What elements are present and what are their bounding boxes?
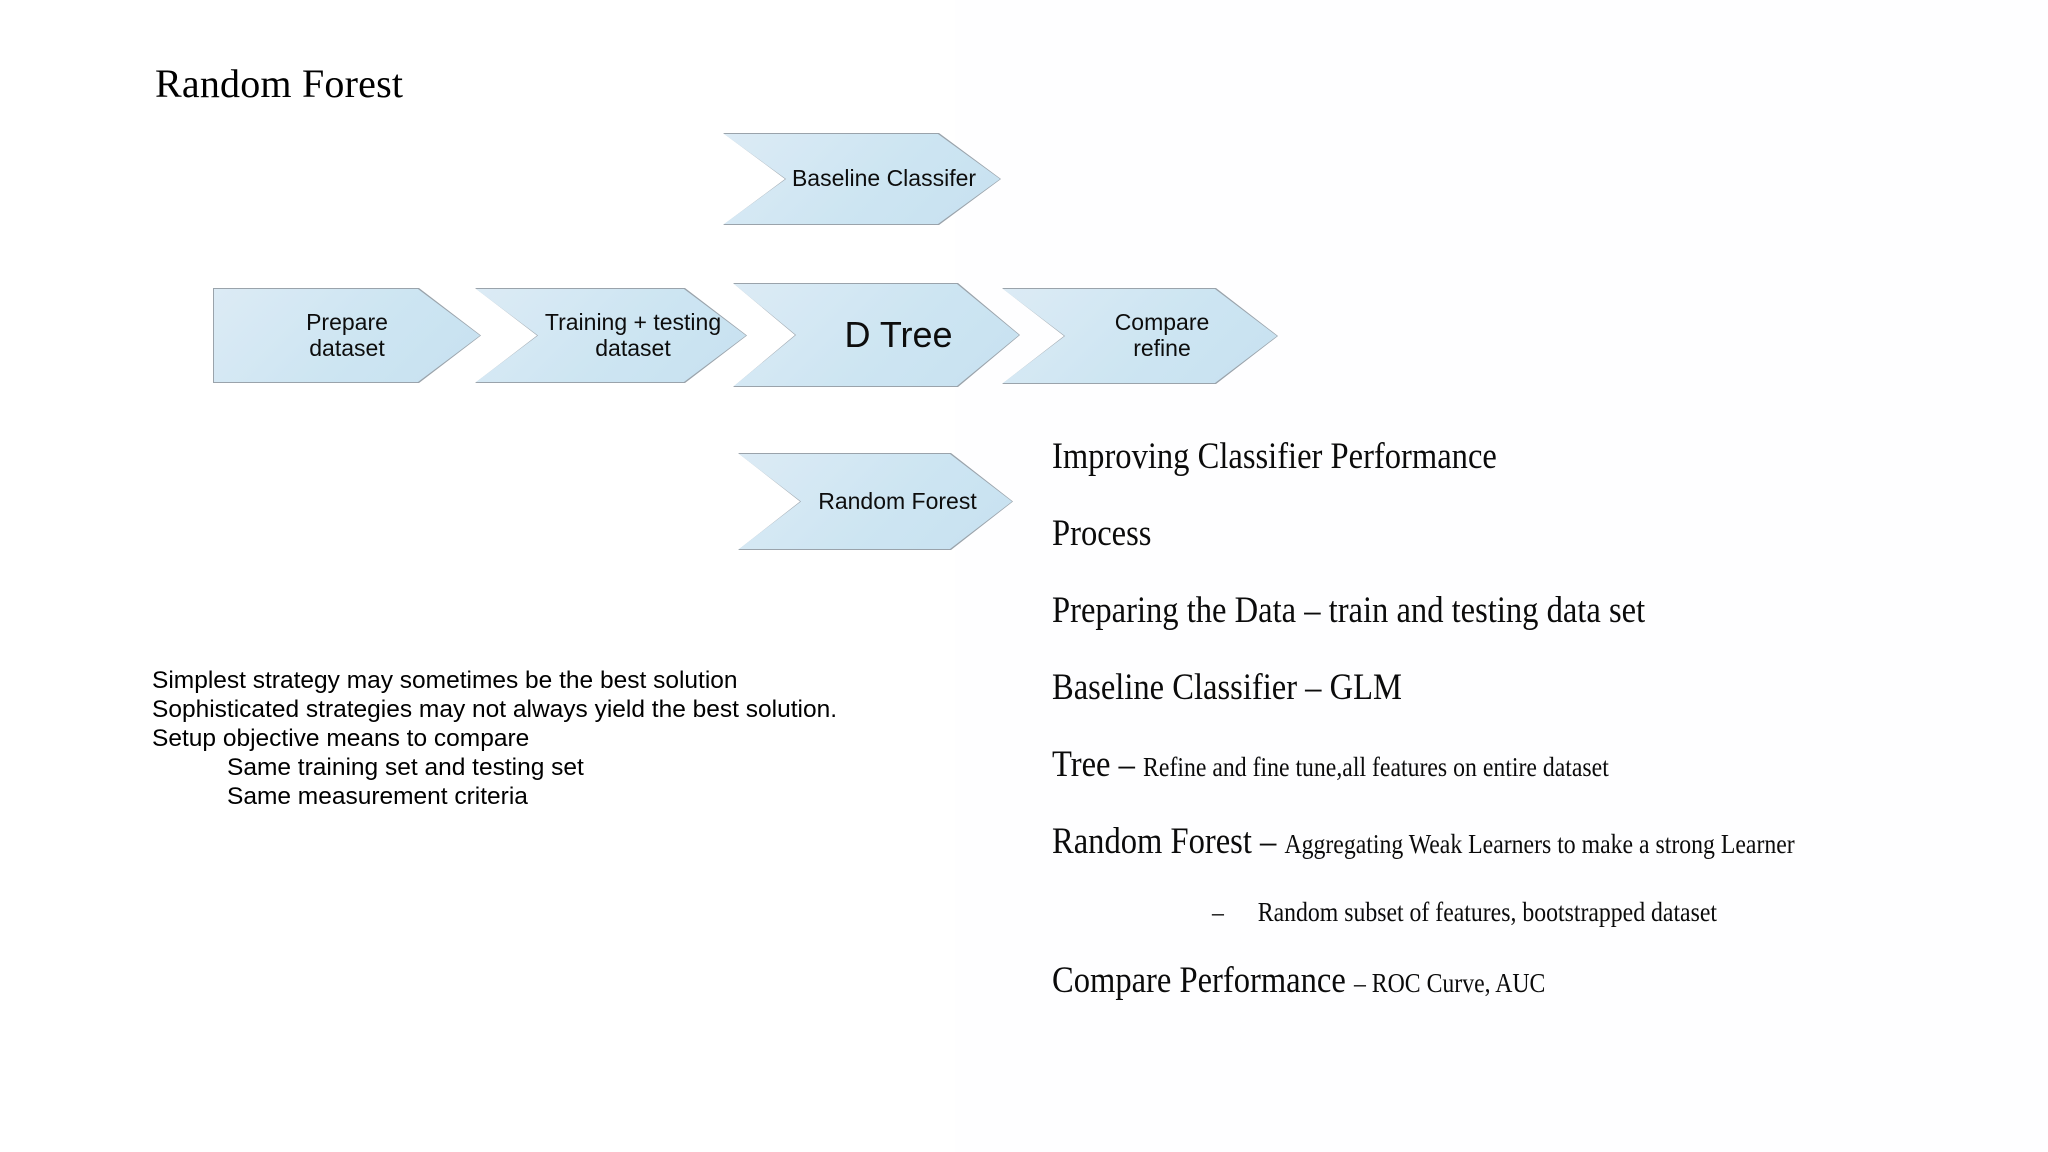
chevron-training-testing-dataset[interactable]: Training + testing dataset: [476, 289, 746, 382]
outline-item-lead: Tree –: [1052, 744, 1144, 785]
outline-item-lead: Compare Performance: [1052, 960, 1354, 1001]
chevron-prepare-dataset[interactable]: Prepare dataset: [214, 289, 480, 382]
outline-item: Random Forest – Aggregating Weak Learner…: [1052, 820, 1897, 863]
outline-item: Baseline Classifier – GLM: [1052, 666, 1897, 709]
outline-item-tail: Random subset of features, bootstrapped …: [1257, 897, 1717, 927]
outline-item: Preparing the Data – train and testing d…: [1052, 589, 1897, 632]
outline-item-tail: Refine and fine tune,all features on ent…: [1143, 752, 1609, 782]
notes-line: Setup objective means to compare: [152, 725, 530, 752]
outline-item-tail: – ROC Curve, AUC: [1353, 968, 1546, 998]
chevron-compare-refine-label: Compare refine: [1114, 309, 1210, 361]
notes-line: Sophisticated strategies may not always …: [152, 696, 838, 723]
outline-item-lead: Improving Classifier Performance: [1052, 436, 1497, 477]
outline-sub-dash-icon: –: [1212, 897, 1224, 927]
outline-item: Compare Performance – ROC Curve, AUC: [1052, 959, 1897, 1002]
outline-list: Improving Classifier Performance Process…: [1052, 435, 2012, 1036]
notes-line: Same measurement criteria: [227, 783, 528, 810]
outline-item-lead: Baseline Classifier – GLM: [1052, 667, 1402, 708]
notes-block: Simplest strategy may sometimes be the b…: [152, 666, 837, 811]
outline-item: Improving Classifier Performance: [1052, 435, 1897, 478]
chevron-baseline-classifer-label: Baseline Classifer: [791, 165, 977, 192]
outline-item-tail: Aggregating Weak Learners to make a stro…: [1284, 829, 1795, 859]
chevron-random-forest[interactable]: Random Forest: [739, 454, 1012, 549]
chevron-compare-refine[interactable]: Compare refine: [1003, 289, 1277, 383]
outline-item: Process: [1052, 512, 1897, 555]
outline-item-lead: Random Forest –: [1052, 821, 1285, 862]
notes-line: Same training set and testing set: [227, 754, 584, 781]
outline-item: Tree – Refine and fine tune,all features…: [1052, 743, 1897, 786]
notes-line: Simplest strategy may sometimes be the b…: [152, 667, 738, 694]
outline-item-lead: Process: [1052, 513, 1152, 554]
chevron-random-forest-label: Random Forest: [818, 487, 977, 514]
chevron-prepare-dataset-label: Prepare dataset: [306, 308, 388, 361]
page-title: Random Forest: [155, 61, 404, 106]
chevron-d-tree-label: D Tree: [844, 313, 953, 355]
chevron-training-testing-dataset-label: Training + testing dataset: [544, 308, 722, 361]
outline-item-sub: – Random subset of features, bootstrapped…: [1212, 897, 1916, 928]
chevron-baseline-classifer[interactable]: Baseline Classifer: [724, 134, 1000, 224]
outline-item-lead: Preparing the Data – train and testing d…: [1052, 590, 1646, 631]
